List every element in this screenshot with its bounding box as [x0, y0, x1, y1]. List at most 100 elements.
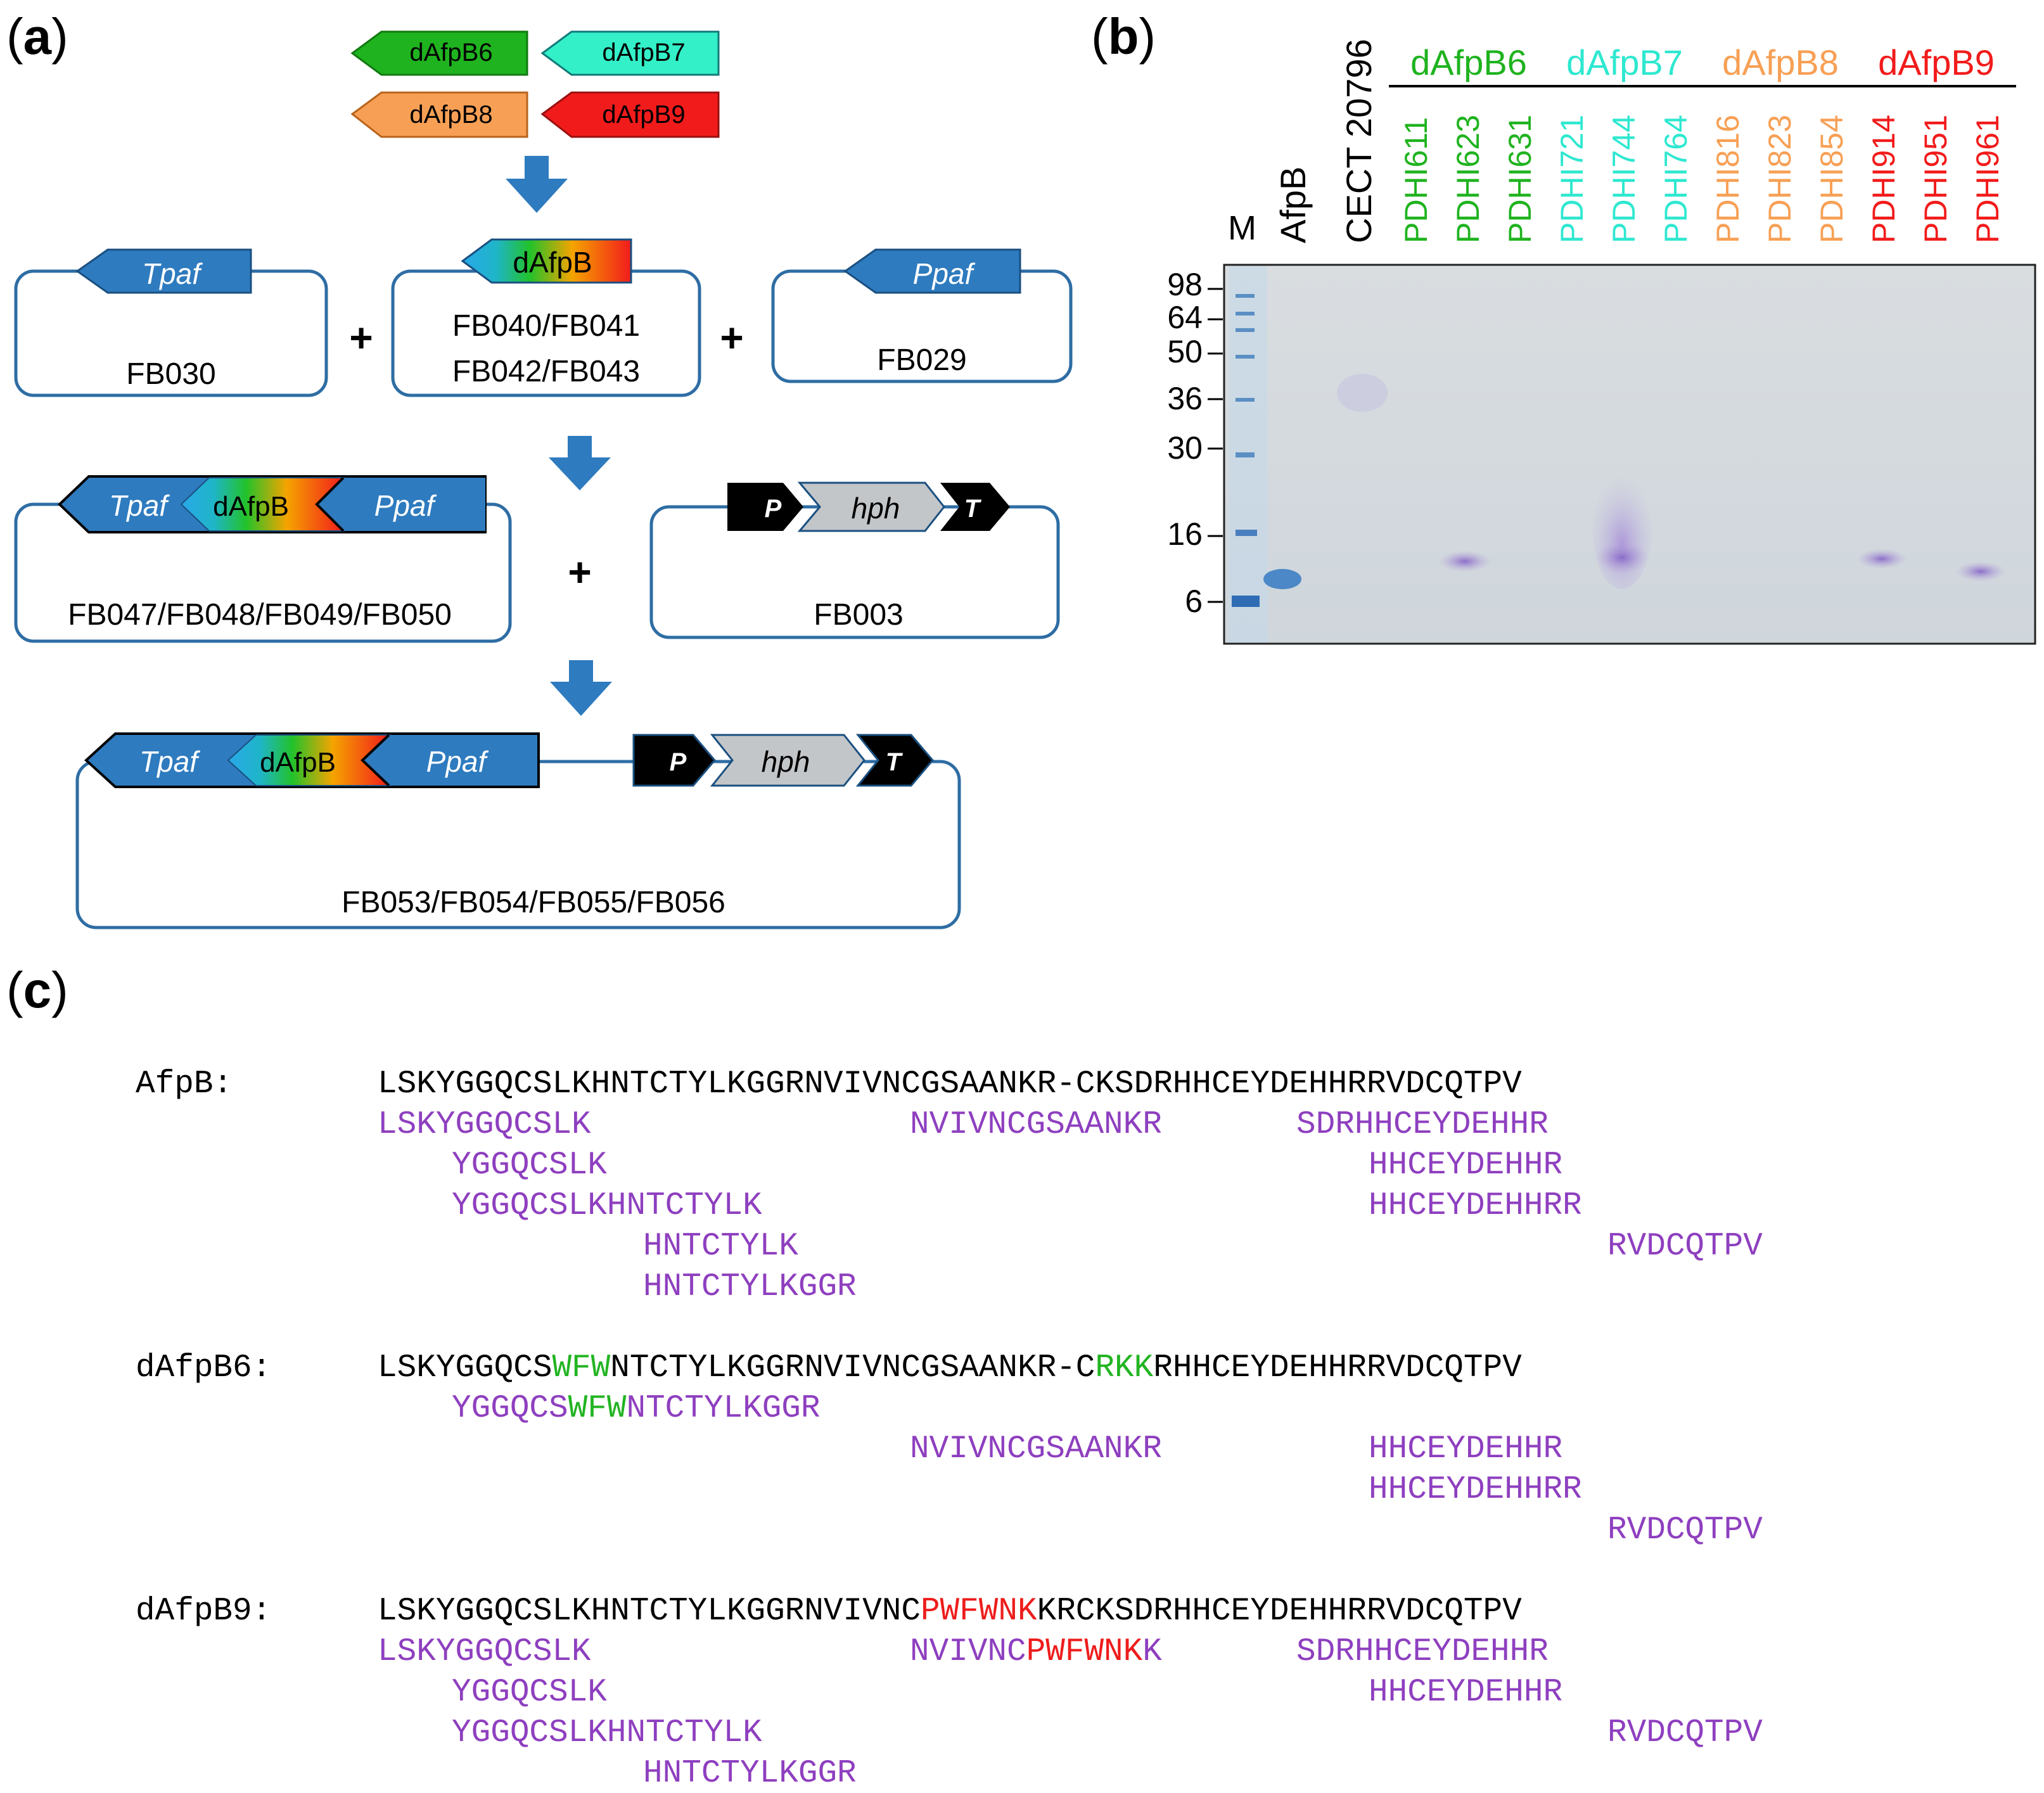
svg-text:16: 16	[1167, 516, 1203, 552]
svg-text:NVIVNCGSAANKR: NVIVNCGSAANKR	[910, 1107, 1162, 1143]
svg-text:dAfpB7: dAfpB7	[602, 39, 685, 67]
gene-arrow-dafpb9: dAfpB9	[540, 91, 720, 138]
svg-text:YGGQCSWFWNTCTYLKGGR: YGGQCSWFWNTCTYLKGGR	[452, 1391, 821, 1427]
mw-ladder-labels: 98 64 50 36 30 16 6	[1167, 267, 1223, 619]
svg-text:YGGQCSLK: YGGQCSLK	[452, 1147, 607, 1184]
svg-text:FB047/FB048/FB049/FB050: FB047/FB048/FB049/FB050	[68, 598, 452, 632]
lane-label: PDHI744	[1606, 115, 1642, 243]
dafpb9-alignment: dAfpB9: LSKYGGQCSLKHNTCTYLKGGRNVIVNCPWFW…	[136, 1593, 1763, 1792]
lane-group-title: dAfpB7	[1566, 42, 1683, 82]
svg-text:dAfpB8: dAfpB8	[409, 101, 492, 129]
svg-text:LSKYGGQCSLKHNTCTYLKGGRNVIVNCPW: LSKYGGQCSLKHNTCTYLKGGRNVIVNCPWFWNKKRCKSD…	[378, 1593, 1522, 1630]
svg-text:dAfpB: dAfpB	[260, 747, 336, 778]
lane-label-cect: CECT 20796	[1339, 39, 1379, 243]
svg-text:P: P	[670, 748, 687, 776]
plus-sign: +	[349, 315, 373, 361]
svg-text:HHCEYDEHHR: HHCEYDEHHR	[1369, 1675, 1562, 1711]
svg-text:HNTCTYLKGGR: HNTCTYLKGGR	[643, 1756, 857, 1792]
svg-text:Tpaf: Tpaf	[109, 489, 170, 522]
plasmid-fb030: Tpaf FB030	[14, 248, 328, 397]
svg-text:50: 50	[1167, 334, 1203, 369]
svg-text:HHCEYDEHHR: HHCEYDEHHR	[1369, 1147, 1562, 1184]
lane-label: PDHI721	[1554, 115, 1590, 243]
svg-text:FB030: FB030	[126, 357, 215, 391]
svg-text:Ppaf: Ppaf	[426, 745, 489, 778]
svg-text:HHCEYDEHHRR: HHCEYDEHHRR	[1369, 1472, 1582, 1508]
panel-c-label: (c)	[6, 962, 68, 1018]
lane-label-marker: M	[1228, 209, 1256, 247]
svg-text:RVDCQTPV: RVDCQTPV	[1607, 1715, 1763, 1751]
svg-text:YGGQCSLK: YGGQCSLK	[452, 1675, 607, 1711]
svg-text:LSKYGGQCSLKHNTCTYLKGGRNVIVNCGS: LSKYGGQCSLKHNTCTYLKGGRNVIVNCGSAANKR-CKSD…	[378, 1066, 1522, 1102]
svg-text:Tpaf: Tpaf	[139, 745, 200, 778]
svg-text:SDRHHCEYDEHHR: SDRHHCEYDEHHR	[1296, 1634, 1549, 1670]
plus-sign: +	[720, 315, 743, 361]
gene-arrow-dafpb6: dAfpB6	[350, 30, 528, 76]
svg-text:dAfpB: dAfpB	[513, 246, 592, 279]
svg-text:P: P	[765, 495, 782, 523]
lane-group-title: dAfpB8	[1722, 42, 1839, 82]
svg-text:T: T	[964, 495, 982, 523]
svg-text:NVIVNCGSAANKR: NVIVNCGSAANKR	[910, 1431, 1162, 1467]
lane-label: PDHI611	[1398, 117, 1434, 243]
lane-label: PDHI623	[1450, 115, 1486, 243]
svg-text:64: 64	[1167, 300, 1203, 335]
svg-text:T: T	[886, 748, 904, 776]
svg-text:hph: hph	[762, 745, 810, 778]
afpb-alignment: AfpB: LSKYGGQCSLKHNTCTYLKGGRNVIVNCGSAANK…	[136, 1066, 1763, 1305]
svg-text:AfpB:: AfpB:	[136, 1066, 233, 1102]
plasmid-fb047-050: Tpaf dAfpB Ppaf FB047/FB048/FB049/FB050	[14, 475, 512, 643]
svg-text:FB029: FB029	[877, 343, 966, 377]
plasmid-fb029: Ppaf FB029	[771, 248, 1073, 383]
lane-label: PDHI961	[1970, 115, 2005, 243]
svg-text:LSKYGGQCSLK: LSKYGGQCSLK	[378, 1634, 591, 1670]
lane-label: PDHI631	[1502, 115, 1538, 243]
svg-text:HHCEYDEHHR: HHCEYDEHHR	[1369, 1431, 1562, 1467]
svg-text:RVDCQTPV: RVDCQTPV	[1607, 1228, 1763, 1265]
svg-text:SDRHHCEYDEHHR: SDRHHCEYDEHHR	[1296, 1107, 1549, 1143]
panel-b-label: (b)	[1091, 8, 1156, 65]
lane-label: PDHI816	[1710, 115, 1746, 243]
svg-text:dAfpB9: dAfpB9	[602, 101, 685, 129]
svg-text:LSKYGGQCSWFWNTCTYLKGGRNVIVNCGS: LSKYGGQCSWFWNTCTYLKGGRNVIVNCGSAANKR-CRKK…	[378, 1350, 1522, 1386]
svg-text:LSKYGGQCSLK: LSKYGGQCSLK	[378, 1107, 591, 1143]
down-arrow-icon	[550, 660, 612, 716]
svg-text:dAfpB6: dAfpB6	[409, 39, 492, 67]
svg-text:Tpaf: Tpaf	[142, 257, 203, 290]
svg-text:HHCEYDEHHRR: HHCEYDEHHRR	[1369, 1188, 1582, 1224]
svg-text:HNTCTYLK: HNTCTYLK	[643, 1228, 798, 1265]
plus-sign: +	[568, 549, 591, 595]
svg-text:6: 6	[1185, 584, 1203, 619]
lane-group-title: dAfpB9	[1878, 42, 1995, 82]
svg-text:FB040/FB041: FB040/FB041	[452, 309, 640, 343]
lane-label-afpb: AfpB	[1273, 167, 1313, 243]
svg-text:36: 36	[1167, 381, 1203, 416]
sds-page-gel	[1223, 264, 2036, 645]
svg-text:YGGQCSLKHNTCTYLK: YGGQCSLKHNTCTYLK	[452, 1715, 762, 1751]
lane-label: PDHI951	[1918, 115, 1953, 243]
panel-a-label: (a)	[6, 8, 68, 65]
svg-text:dAfpB9:: dAfpB9:	[136, 1593, 271, 1630]
lane-group-title: dAfpB6	[1410, 42, 1527, 82]
svg-text:Ppaf: Ppaf	[374, 489, 437, 522]
svg-text:RVDCQTPV: RVDCQTPV	[1607, 1512, 1763, 1548]
down-arrow-icon	[549, 436, 611, 490]
svg-text:dAfpB: dAfpB	[213, 491, 289, 522]
svg-text:YGGQCSLKHNTCTYLK: YGGQCSLKHNTCTYLK	[452, 1188, 762, 1224]
plasmid-fb053-056: Tpaf dAfpB Ppaf P hph T FB053/FB054/FB05…	[75, 732, 961, 929]
gene-arrow-dafpb7: dAfpB7	[540, 30, 720, 76]
svg-text:FB042/FB043: FB042/FB043	[452, 355, 640, 388]
svg-text:dAfpB6:: dAfpB6:	[136, 1350, 271, 1386]
svg-text:30: 30	[1167, 430, 1203, 466]
svg-text:NVIVNCPWFWNKK: NVIVNCPWFWNKK	[910, 1634, 1162, 1670]
plasmid-fb003: P hph T FB003	[649, 482, 1060, 639]
svg-text:Ppaf: Ppaf	[913, 257, 976, 290]
svg-text:HNTCTYLKGGR: HNTCTYLKGGR	[643, 1269, 857, 1305]
lane-label: PDHI914	[1866, 115, 1901, 243]
svg-text:hph: hph	[852, 492, 900, 525]
plasmid-dafpb-entry: dAfpB FB040/FB041 FB042/FB043	[391, 238, 701, 397]
lane-label: PDHI823	[1762, 115, 1798, 243]
down-arrow-icon	[506, 156, 568, 213]
svg-text:98: 98	[1167, 267, 1203, 302]
